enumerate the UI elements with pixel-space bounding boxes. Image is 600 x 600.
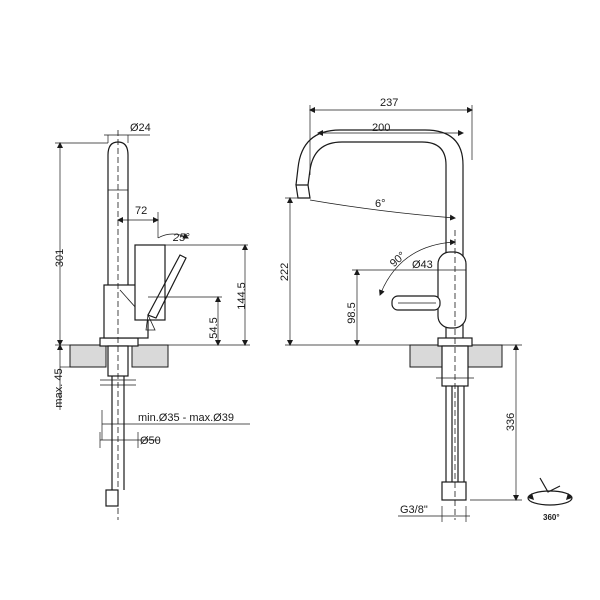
- dim-height-total: 301: [54, 249, 66, 267]
- dim-lever-angle: 25°: [172, 232, 190, 244]
- front-view: 237 200 6° 222 90° Ø43 98.5 336 G3/8" 36: [279, 97, 573, 522]
- dim-tilt-angle: 6°: [375, 198, 386, 210]
- dim-reach-right: 200: [372, 122, 390, 134]
- dim-handle-height: 98.5: [346, 302, 358, 323]
- swivel-360-icon: 360°: [527, 477, 573, 522]
- dim-reach-left: 72: [135, 205, 147, 217]
- countertop-left-b: [131, 344, 169, 368]
- dim-lever-height: 144.5: [236, 282, 248, 310]
- dim-lever-rotation: 90°: [388, 250, 408, 270]
- swivel-label: 360°: [543, 513, 560, 522]
- side-view: 301 Ø24 72 25° 144.5 54.5 max. 45 min.Ø3…: [53, 122, 250, 520]
- dim-max-thickness: max. 45: [53, 368, 65, 407]
- dim-spout-height: 222: [279, 263, 291, 281]
- dim-hole-range: min.Ø35 - max.Ø39: [138, 412, 234, 424]
- dim-thread: G3/8": [400, 504, 428, 516]
- front-handle: [437, 251, 467, 329]
- lever-angled: [147, 254, 187, 319]
- countertop-right-a: [409, 344, 445, 368]
- dim-spout-diameter: Ø24: [130, 122, 151, 134]
- base-flange: [99, 337, 139, 347]
- dim-hose-length: 336: [505, 413, 517, 431]
- countertop-right-b: [467, 344, 503, 368]
- dim-base-diameter: Ø50: [140, 435, 161, 447]
- dim-width-total: 237: [380, 97, 398, 109]
- dim-body-height: 54.5: [208, 317, 220, 338]
- countertop-left-a: [69, 344, 107, 368]
- dim-handle-diameter: Ø43: [412, 259, 433, 271]
- spout-riser: [307, 141, 447, 338]
